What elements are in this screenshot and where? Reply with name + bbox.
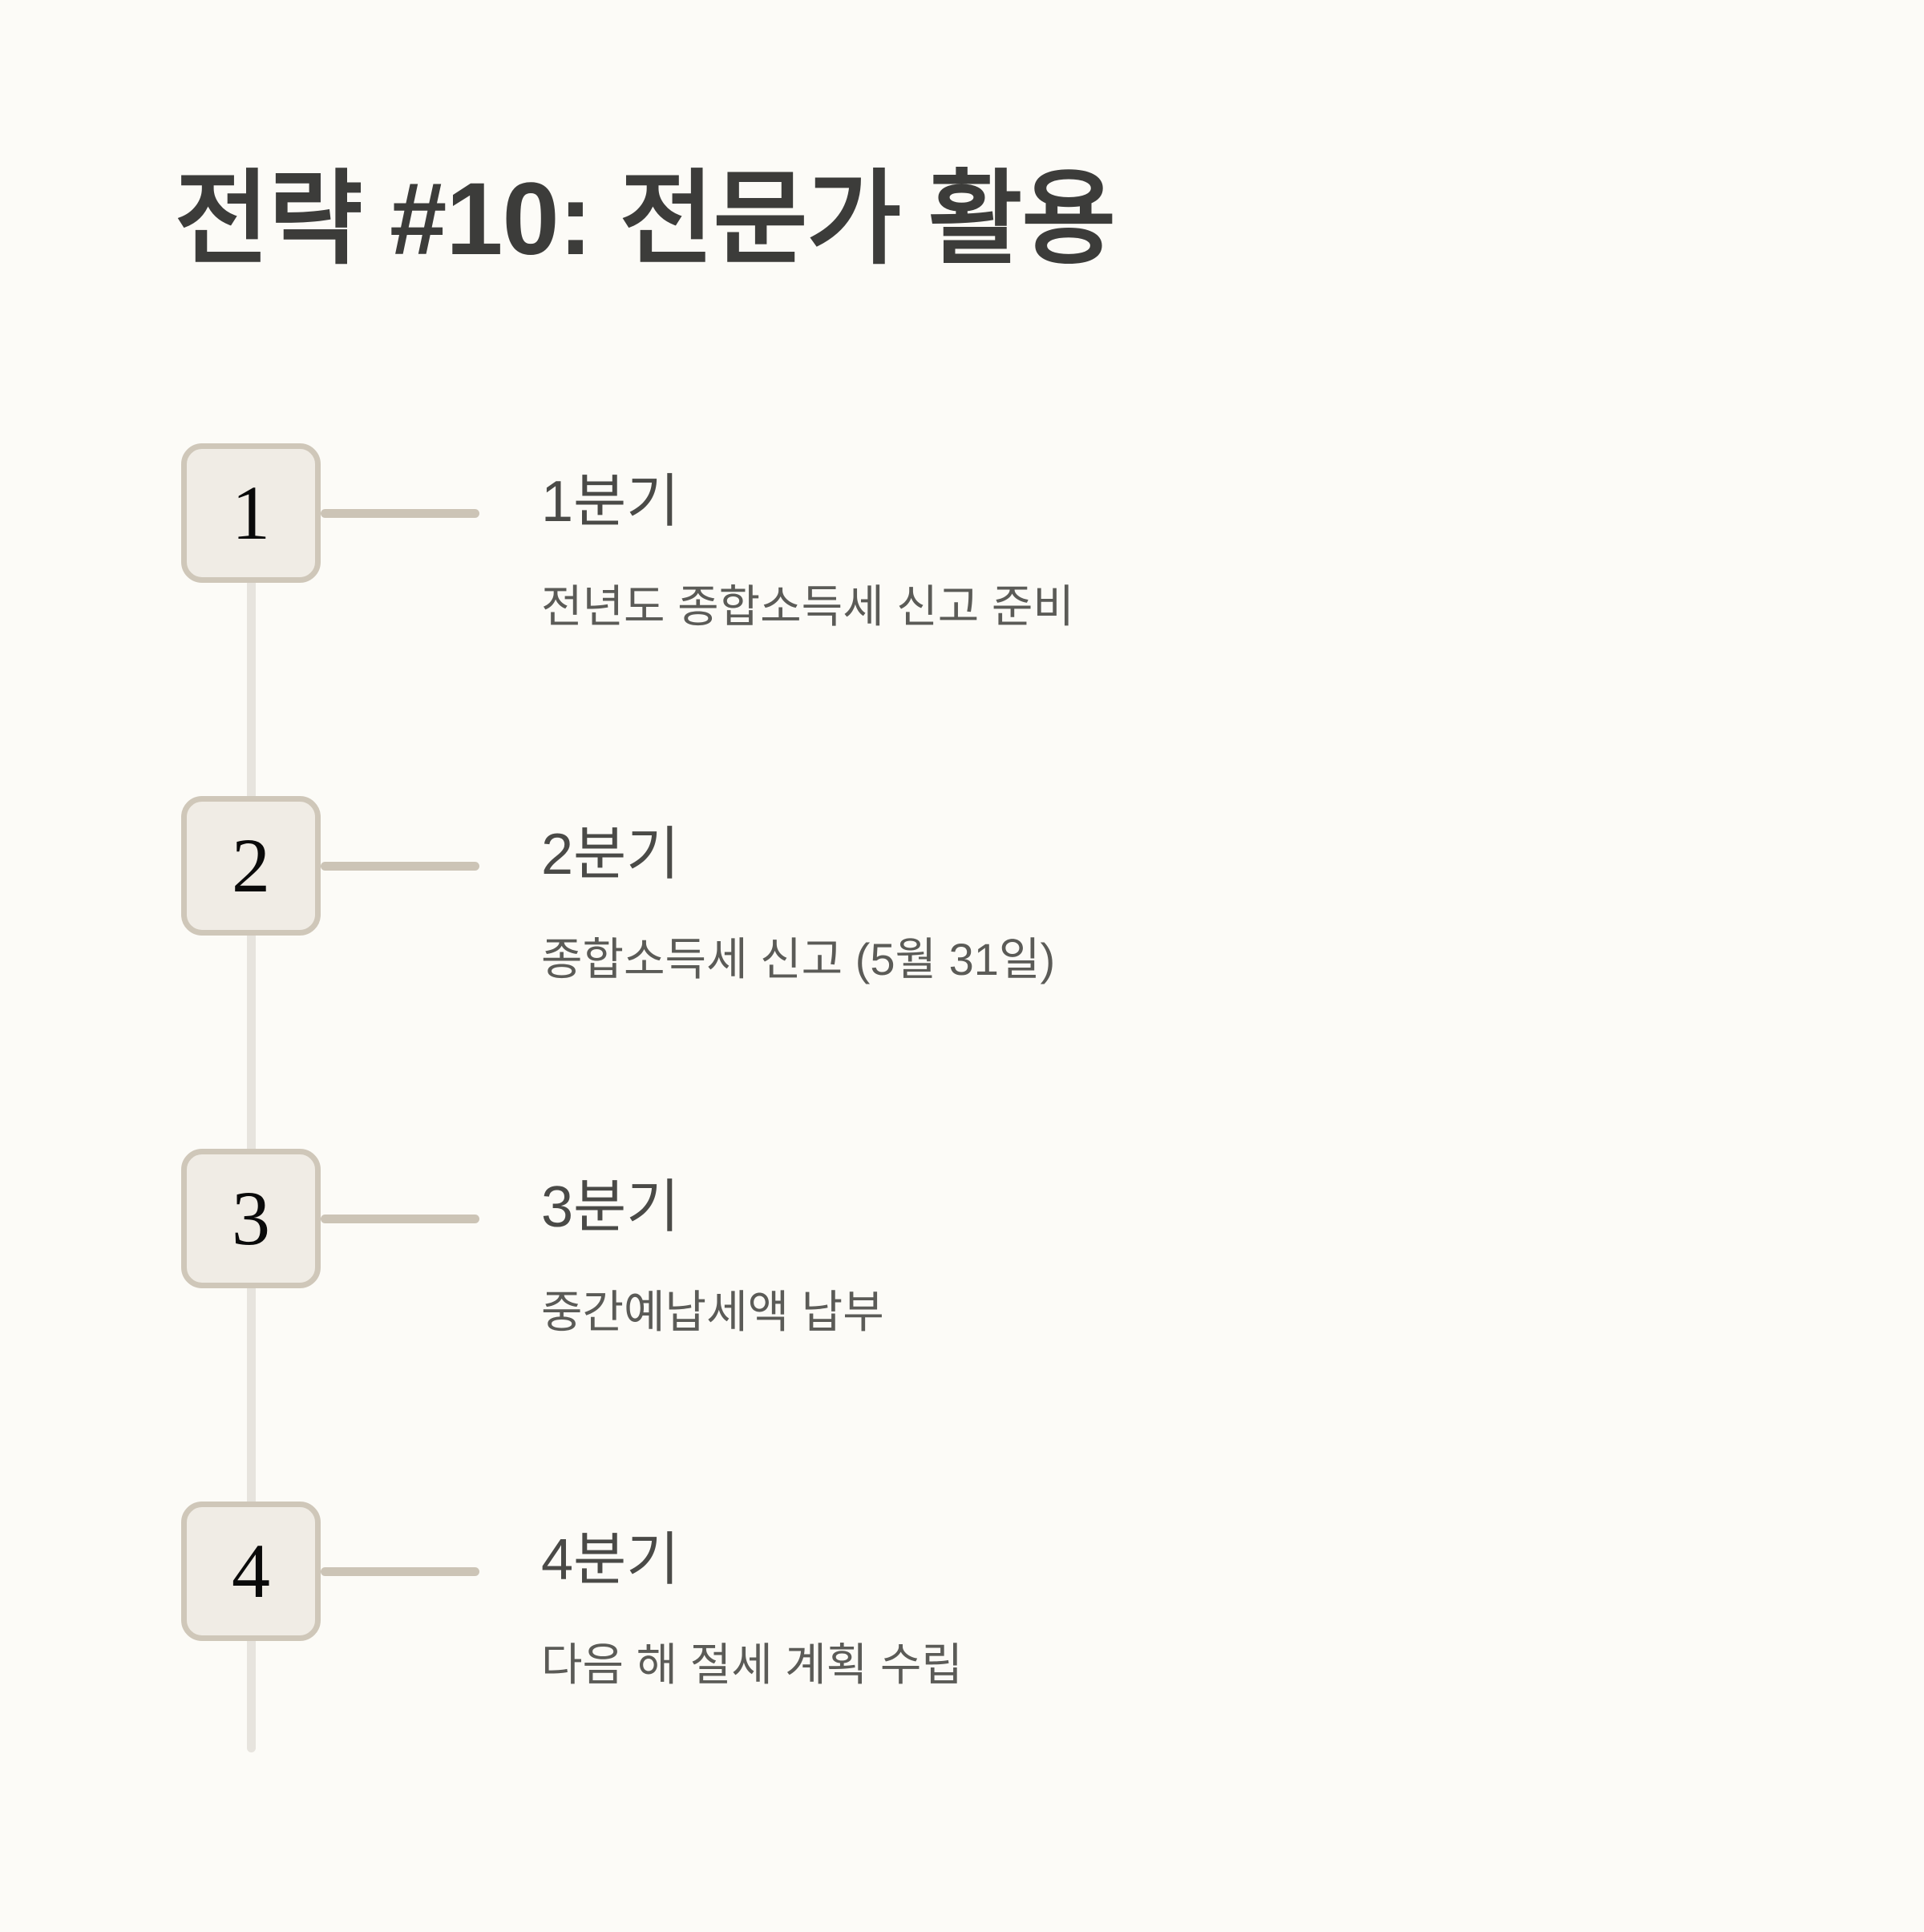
timeline-item-body-3: 3분기 중간예납세액 납부 [541,1149,1744,1342]
timeline-connector-3 [321,1215,479,1223]
timeline-item-description: 중간예납세액 납부 [541,1287,884,1338]
timeline-item: 3 3분기 중간예납세액 납부 [0,1149,1924,1389]
timeline-item-body-2: 2분기 종합소득세 신고 (5월 31일) [541,796,1744,989]
page-title: 전략 #10: 전문가 활용 [175,162,1116,277]
timeline-item: 2 2분기 종합소득세 신고 (5월 31일) [0,796,1924,1037]
timeline-item-body-1: 1분기 전년도 종합소득세 신고 준비 [541,443,1744,637]
timeline-item-body-4: 4분기 다음 해 절세 계획 수립 [541,1502,1744,1695]
timeline-item-description: 종합소득세 신고 (5월 31일) [541,934,1056,985]
timeline-item-description: 다음 해 절세 계획 수립 [541,1639,963,1691]
timeline-connector-2 [321,862,479,871]
timeline-step-badge-1: 1 [181,443,321,583]
timeline-item-heading: 3분기 [541,1175,680,1239]
timeline-item-description: 전년도 종합소득세 신고 준비 [541,581,1074,633]
timeline-item-heading: 4분기 [541,1528,680,1592]
timeline-step-badge-4: 4 [181,1502,321,1641]
timeline-connector-1 [321,509,479,518]
timeline-spine [247,481,256,1752]
timeline-item-heading: 1분기 [541,470,680,534]
timeline-item: 4 4분기 다음 해 절세 계획 수립 [0,1502,1924,1742]
timeline-step-badge-2: 2 [181,796,321,936]
timeline-step-badge-3: 3 [181,1149,321,1288]
timeline-item: 1 1분기 전년도 종합소득세 신고 준비 [0,443,1924,684]
timeline-item-heading: 2분기 [541,823,680,887]
timeline-connector-4 [321,1567,479,1576]
